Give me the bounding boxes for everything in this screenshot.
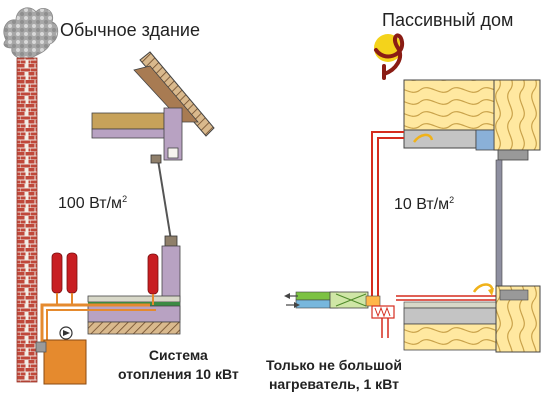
passive-floor xyxy=(403,283,541,353)
small-heater-note: Только не большой нагреватель, 1 кВт xyxy=(266,356,402,394)
ordinary-heat-flux-value: 100 Вт/м xyxy=(58,195,123,212)
passive-house-logo xyxy=(374,33,405,80)
window-sash xyxy=(150,154,178,247)
heat-recovery-unit xyxy=(284,291,381,309)
chimney-smoke xyxy=(3,7,59,63)
passive-heat-flux-label: 10 Вт/м2 xyxy=(394,195,455,214)
lower-wall-and-floor xyxy=(87,245,181,335)
small-heater-note-line2: нагреватель, 1 кВт xyxy=(268,376,399,392)
ordinary-building-title: Обычное здание xyxy=(60,20,200,40)
small-heater-note-line1: Только не большой xyxy=(266,357,402,373)
upper-wall xyxy=(403,79,541,161)
passive-heat-flux-exponent: 2 xyxy=(449,195,455,205)
passive-window xyxy=(495,159,503,287)
heating-system-note: Система отопления 10 кВт xyxy=(118,346,239,384)
ordinary-heat-flux-exponent: 2 xyxy=(122,194,128,204)
brick-chimney xyxy=(16,57,38,383)
heating-system-note-line2: отопления 10 кВт xyxy=(118,366,239,382)
radiator-system xyxy=(40,252,159,345)
boiler xyxy=(35,339,87,385)
passive-heat-flux-value: 10 Вт/м xyxy=(394,196,450,213)
heating-system-note-line1: Система xyxy=(148,347,208,363)
roof-eave xyxy=(91,51,215,161)
ordinary-heat-flux-label: 100 Вт/м2 xyxy=(58,194,128,213)
small-heater xyxy=(371,295,500,338)
passive-house-title: Пассивный дом xyxy=(382,10,514,30)
ventilation-duct xyxy=(371,131,404,300)
